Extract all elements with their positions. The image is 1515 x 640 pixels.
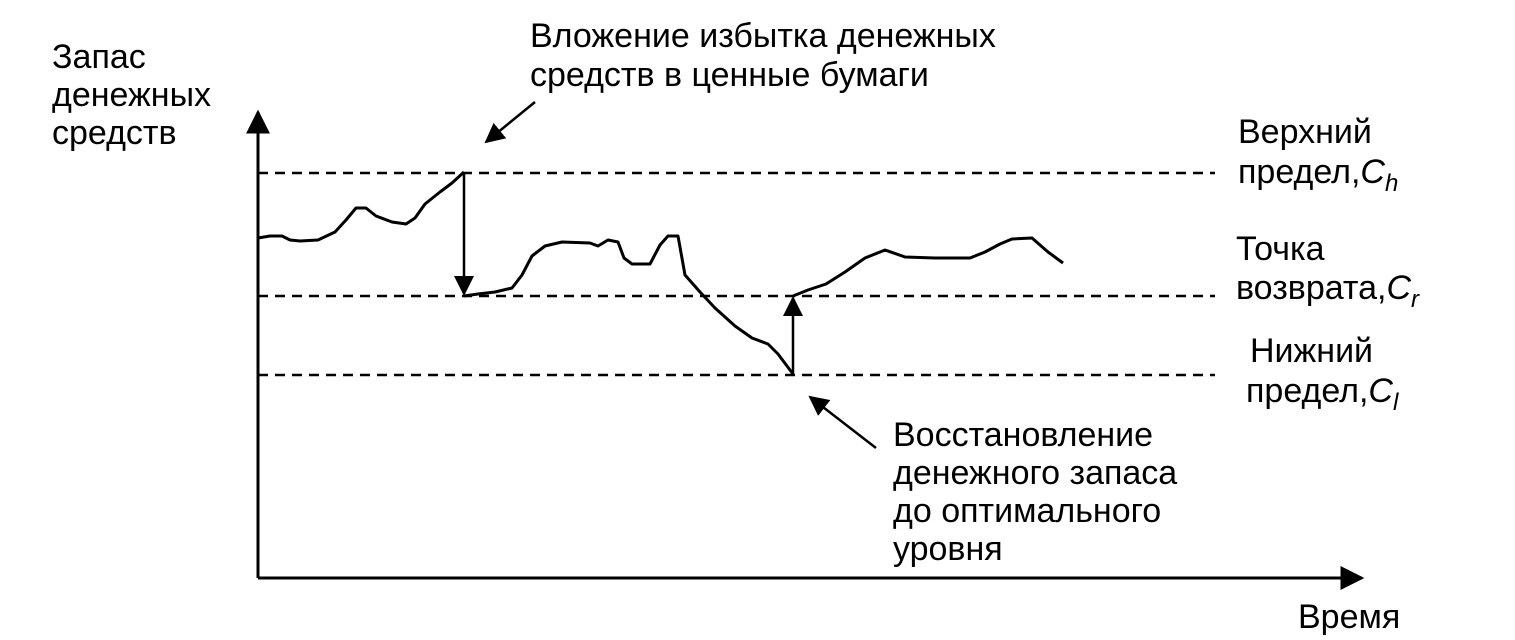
x-axis-label: Время <box>1298 598 1400 636</box>
lower-limit-subscript: l <box>1393 389 1399 416</box>
return-point-label-line-1: Точка <box>1236 230 1325 268</box>
return-point-label-line-2: возврата,Cr <box>1236 269 1420 313</box>
cash-balance-curve-segment-2 <box>463 234 795 375</box>
cash-balance-curve <box>257 170 466 243</box>
lower-limit-symbol: C <box>1368 372 1393 410</box>
return-point-subscript: r <box>1411 286 1420 313</box>
lower-limit-label-line-2: предел,Cl <box>1246 372 1399 416</box>
restore-annotation-line-3: до оптимального <box>893 492 1161 530</box>
invest-annotation-line-1: Вложение избытка денежных <box>530 17 996 55</box>
invest-pointer-arrow <box>484 101 536 144</box>
upper-limit-subscript: h <box>1385 170 1398 197</box>
y-axis-label-line-2: денежных <box>52 76 211 114</box>
return-point-label-text: возврата, <box>1236 269 1386 307</box>
cash-balance-curve-segment-3 <box>792 236 1064 298</box>
upper-limit-label-line-1: Верхний <box>1238 113 1372 151</box>
upper-limit-symbol: C <box>1360 153 1385 191</box>
lower-limit-label-line-1: Нижний <box>1250 332 1373 370</box>
return-point-symbol: C <box>1386 269 1411 307</box>
y-axis-label-line-3: средств <box>52 114 177 152</box>
invest-annotation-line-2: средств в ценные бумаги <box>530 56 929 94</box>
restore-pointer-arrow <box>808 395 877 449</box>
y-axis-label-line-1: Запас <box>52 38 146 76</box>
lower-limit-label-text: предел, <box>1246 372 1368 410</box>
restore-annotation-line-2: денежного запаса <box>893 454 1177 492</box>
restore-annotation-line-4: уровня <box>893 530 1003 568</box>
upper-limit-label-text: предел, <box>1238 153 1360 191</box>
restore-annotation-line-1: Восстановление <box>893 416 1153 454</box>
upper-limit-label-line-2: предел,Ch <box>1238 153 1398 197</box>
